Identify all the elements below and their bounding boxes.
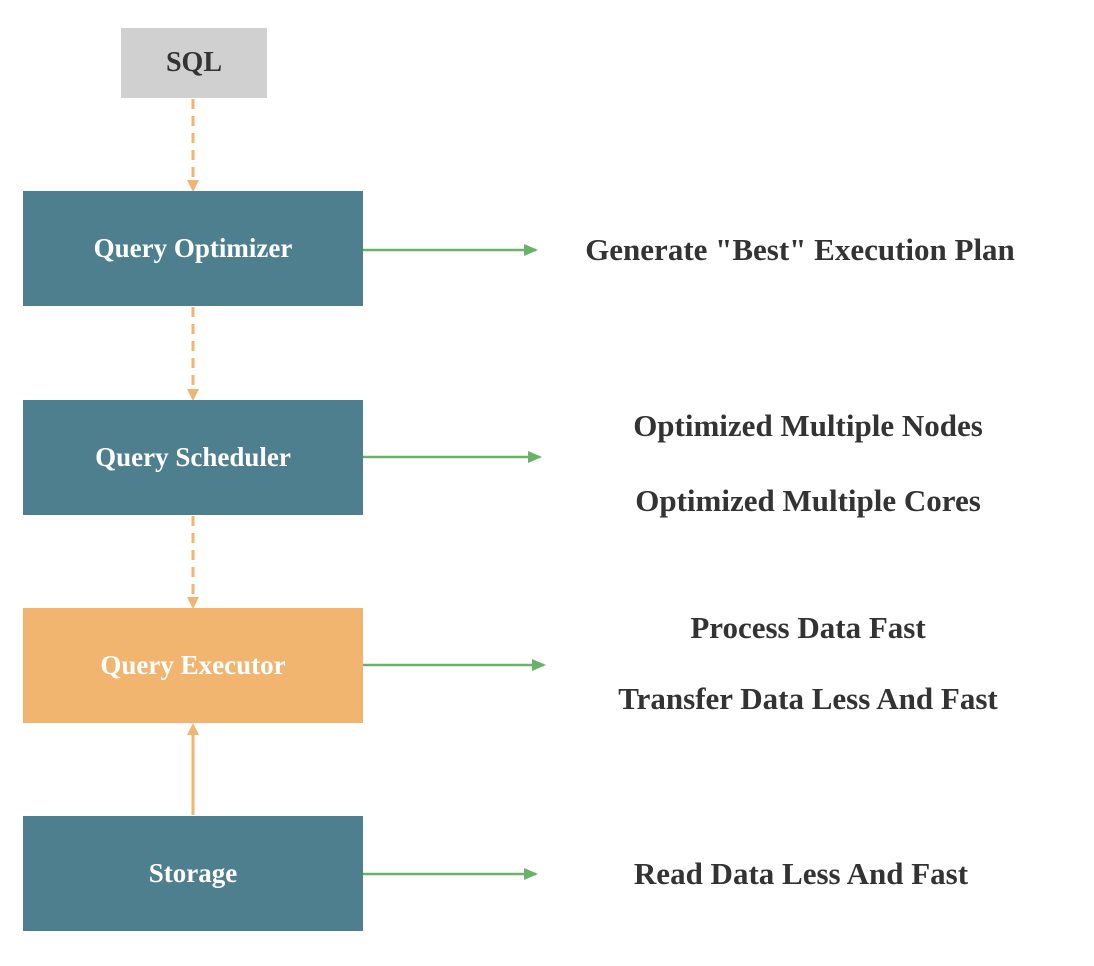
sql-node-label: SQL [165, 47, 223, 78]
query-scheduler-label: Query Scheduler [95, 442, 291, 472]
scheduler-description-cores: Optimized Multiple Cores [635, 483, 981, 518]
storage-description: Read Data Less And Fast [633, 856, 969, 891]
optimizer-description: Generate "Best" Execution Plan [585, 232, 1015, 267]
scheduler-description-nodes: Optimized Multiple Nodes [633, 408, 983, 443]
query-executor-node: Query Executor [23, 608, 363, 723]
storage-node: Storage [23, 816, 363, 931]
query-optimizer-label: Query Optimizer [93, 233, 293, 263]
query-optimizer-node: Query Optimizer [23, 191, 363, 306]
query-scheduler-node: Query Scheduler [23, 400, 363, 515]
query-executor-label: Query Executor [100, 650, 286, 680]
executor-description-process: Process Data Fast [690, 610, 926, 645]
executor-description-transfer: Transfer Data Less And Fast [618, 681, 998, 716]
sql-node: SQL [121, 28, 267, 98]
storage-label: Storage [148, 858, 238, 888]
